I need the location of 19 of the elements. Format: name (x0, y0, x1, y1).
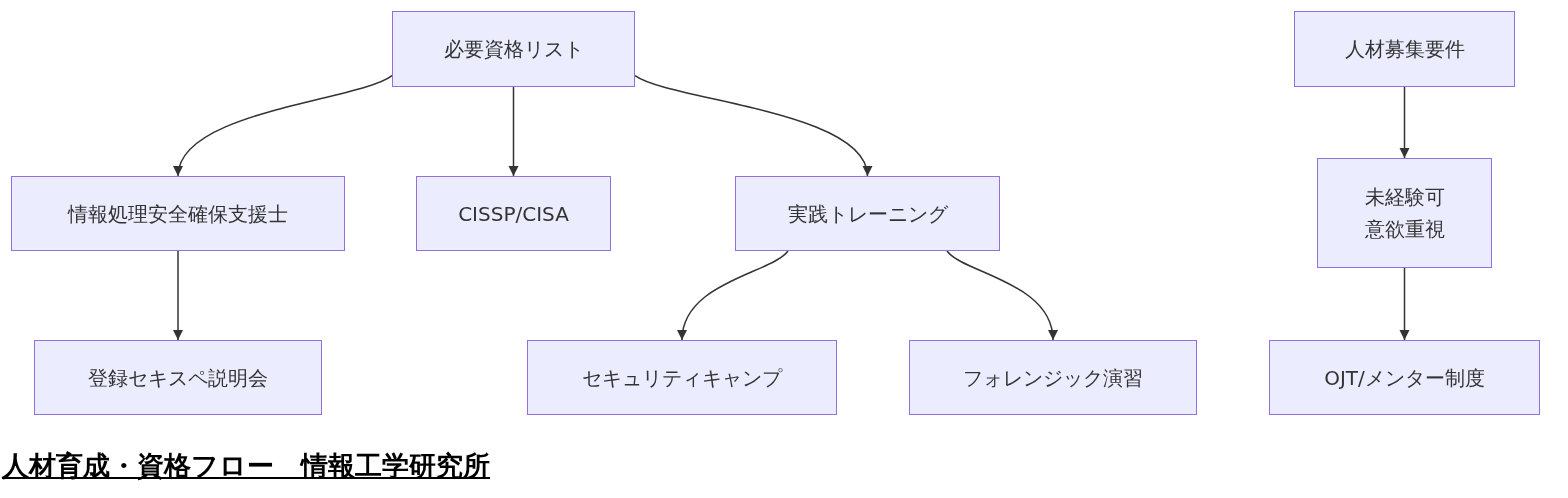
process-box: 未経験可意欲重視 (1317, 158, 1492, 268)
arrow (634, 74, 870, 177)
arrow (173, 250, 183, 341)
process-box: 登録セキスペ説明会 (34, 340, 322, 415)
arrow (175, 74, 393, 177)
process-box: 実践トレーニング (735, 176, 1000, 251)
process-box: 必要資格リスト (392, 11, 635, 87)
process-box: CISSP/CISA (416, 176, 611, 251)
process-box: フォレンジック演習 (909, 340, 1197, 415)
arrow (508, 86, 519, 177)
diagram-title: 人材育成・資格フロー 情報工学研究所 (2, 449, 490, 483)
process-box: 人材募集要件 (1294, 11, 1515, 87)
process-box: OJT/メンター制度 (1269, 340, 1540, 415)
arrow (946, 250, 1057, 341)
arrow (1399, 86, 1410, 159)
arrow (678, 250, 789, 341)
process-box: セキュリティキャンプ (527, 340, 837, 415)
process-box: 情報処理安全確保支援士 (11, 176, 345, 251)
arrow (1399, 267, 1410, 341)
